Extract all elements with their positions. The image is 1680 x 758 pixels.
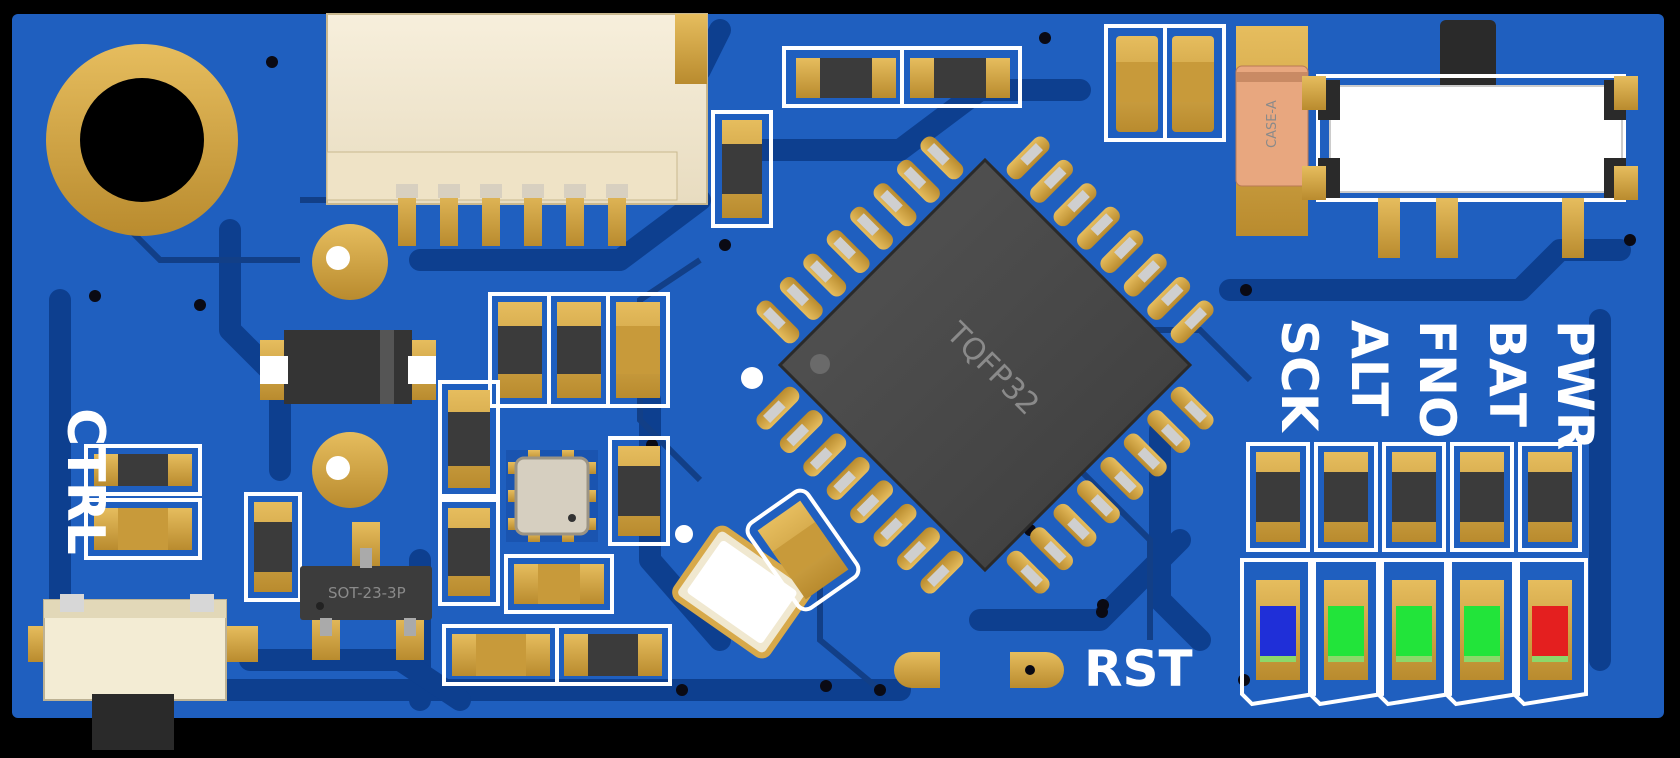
led-pwr	[1532, 606, 1568, 658]
bottom-parts-pair	[442, 624, 672, 686]
mcu-pin-lead	[1067, 189, 1090, 213]
resistor-cluster	[488, 292, 670, 408]
mcu-pin-lead	[1160, 423, 1184, 447]
led-cathode-mark	[1464, 656, 1500, 662]
led-resistor-outline	[1450, 442, 1514, 552]
mcu-pin-lead	[1114, 470, 1137, 494]
led-cathode-mark	[1328, 656, 1364, 662]
mcu-pin-lead	[833, 236, 856, 260]
mcu-pins	[756, 136, 1214, 594]
led-outline	[1512, 558, 1588, 707]
led-cathode-mark	[1396, 656, 1432, 662]
mcu-pin-lead	[1043, 540, 1067, 564]
mcu-pin-lead	[856, 494, 880, 517]
mcu-pin-lead	[1137, 260, 1161, 283]
mcu-pin-lead	[1184, 307, 1207, 330]
mcu-pin-lead	[786, 283, 810, 307]
led-resistor-body	[1528, 472, 1572, 522]
power-slide-switch	[1302, 20, 1638, 258]
led-fno	[1396, 606, 1432, 658]
rst-label: RST	[1084, 640, 1193, 698]
case-a-label: CASE-A	[1265, 100, 1280, 148]
led-resistor-body	[1324, 472, 1368, 522]
led-resistor-outline	[1518, 442, 1582, 552]
mcu-pin-lead	[903, 540, 927, 564]
mcu-pin-lead	[763, 400, 786, 423]
diode	[260, 330, 436, 404]
led-resistor-body	[1256, 472, 1300, 522]
sck-label: SCK	[1270, 320, 1328, 434]
top-connector	[326, 13, 708, 246]
mcu-pin-lead	[880, 517, 903, 541]
mcu-pin-lead	[903, 166, 927, 190]
mcu-pin-lead	[1067, 517, 1090, 541]
alt-label: ALT	[1340, 320, 1398, 416]
resistor-vertical-top	[711, 110, 773, 228]
pin1-marker	[741, 367, 763, 389]
voltage-regulator: SOT-23-3P	[300, 522, 432, 660]
crystal-capacitor	[745, 488, 861, 612]
mounting-hole	[46, 44, 238, 236]
capacitor-horizontal	[504, 554, 614, 614]
mcu-pin-lead	[1137, 447, 1161, 470]
pwr-label: PWR	[1546, 320, 1604, 450]
mcu-pin-lead	[833, 470, 856, 494]
mcu-pin-lead	[763, 307, 786, 330]
resistor-near-regulator	[244, 492, 302, 602]
bat-label: BAT	[1478, 320, 1536, 427]
mcu-pin-lead	[927, 143, 950, 166]
led-resistor-outline	[1382, 442, 1446, 552]
mcu-pin-lead	[1160, 283, 1184, 307]
mcu-pin-lead	[856, 213, 880, 236]
mcu-pin-lead	[1184, 400, 1207, 423]
led-cathode-mark	[1260, 656, 1296, 662]
mcu-pin-lead	[1114, 236, 1137, 260]
led-indicators	[1240, 442, 1588, 707]
resistor-pair-top	[782, 46, 1022, 108]
ctrl-parts	[84, 444, 202, 560]
tantalum-capacitor: CASE-A	[1235, 26, 1309, 236]
resistor-vertical-right	[608, 436, 670, 546]
led-resistor-body	[1392, 472, 1436, 522]
reset-pads[interactable]	[894, 652, 1064, 688]
mcu-pin-lead	[809, 447, 833, 470]
control-slide-switch	[28, 594, 258, 750]
regulator-package-label: SOT-23-3P	[328, 584, 406, 602]
mcu-pin-lead	[927, 564, 950, 587]
led-outline	[1240, 558, 1316, 707]
led-bat	[1464, 606, 1500, 658]
mcu-pin-lead	[880, 189, 903, 213]
mcu-pin-lead	[1043, 166, 1067, 190]
ctrl-label: CTRL	[55, 408, 115, 555]
led-resistor-outline	[1246, 442, 1310, 552]
mcu-chip: TQFP32	[756, 136, 1214, 594]
led-sck	[1260, 606, 1296, 658]
led-resistor-outline	[1314, 442, 1378, 552]
led-outline	[1444, 558, 1520, 707]
capacitor-pair-top	[1104, 24, 1226, 142]
resistor-vertical-mid	[438, 380, 500, 606]
mcu-pin-lead	[1090, 494, 1114, 517]
mcu-pin-lead	[1020, 143, 1043, 166]
led-alt	[1328, 606, 1364, 658]
led-cathode-mark	[1532, 656, 1568, 662]
through-hole-pins	[312, 224, 388, 508]
mcu-pin-lead	[1090, 213, 1114, 236]
mcu-pin-lead	[809, 260, 833, 283]
fno-label: FNO	[1408, 320, 1466, 439]
mcu-pin-lead	[1020, 564, 1043, 587]
led-outline	[1308, 558, 1384, 707]
mcu-pin-lead	[786, 423, 810, 447]
led-outline	[1376, 558, 1452, 707]
led-resistor-body	[1460, 472, 1504, 522]
sensor-chip	[506, 450, 598, 542]
